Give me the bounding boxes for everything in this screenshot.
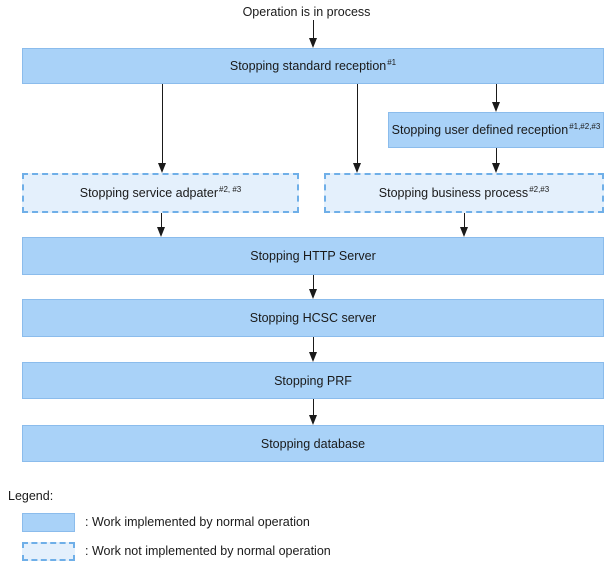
- node-stopping-service-adapter: Stopping service adpater#2, #3: [22, 173, 299, 213]
- node-footnote-ref: #1,#2,#3: [569, 121, 601, 131]
- legend-swatch-normal-operation: [22, 513, 75, 532]
- node-label: Stopping user defined reception: [391, 123, 569, 137]
- arrow-user-defined-to-business-process: [491, 148, 501, 173]
- node-stopping-standard-reception: Stopping standard reception#1: [22, 48, 604, 84]
- arrow-http-to-hcsc: [308, 275, 318, 299]
- node-label: Stopping service adpater: [79, 186, 219, 200]
- node-footnote-ref: #1: [387, 57, 397, 67]
- node-label: Stopping standard reception: [229, 59, 387, 73]
- start-label: Operation is in process: [242, 5, 371, 19]
- arrow-hcsc-to-prf: [308, 337, 318, 362]
- arrow-business-process-to-http: [459, 213, 469, 237]
- node-stopping-http-server: Stopping HTTP Server: [22, 237, 604, 275]
- legend-label-normal-operation: : Work implemented by normal operation: [85, 515, 310, 529]
- legend-swatch-not-normal-operation: [22, 542, 75, 561]
- arrow-standard-to-service-adapter: [157, 84, 167, 173]
- node-footnote-ref: #2,#3: [529, 184, 550, 194]
- arrow-service-adapter-to-http: [156, 213, 166, 237]
- node-stopping-hcsc-server: Stopping HCSC server: [22, 299, 604, 337]
- legend-title: Legend:: [8, 489, 54, 503]
- node-footnote-ref: #2, #3: [219, 184, 242, 194]
- arrow-start-to-standard-reception: [308, 20, 318, 48]
- node-label: Stopping HTTP Server: [250, 249, 376, 263]
- arrow-prf-to-database: [308, 399, 318, 425]
- node-stopping-user-defined-reception: Stopping user defined reception#1,#2,#3: [388, 112, 604, 148]
- node-label: Stopping PRF: [274, 373, 352, 388]
- node-label: Stopping database: [260, 436, 366, 451]
- arrow-standard-to-user-defined: [491, 84, 501, 112]
- arrow-standard-to-business-process: [352, 84, 362, 173]
- node-label: Stopping HCSC server: [249, 311, 377, 325]
- node-label: Stopping business process: [378, 186, 529, 200]
- node-stopping-prf: Stopping PRF: [22, 362, 604, 399]
- node-stopping-business-process: Stopping business process#2,#3: [324, 173, 604, 213]
- node-stopping-database: Stopping database: [22, 425, 604, 462]
- legend-label-not-normal-operation: : Work not implemented by normal operati…: [85, 544, 331, 558]
